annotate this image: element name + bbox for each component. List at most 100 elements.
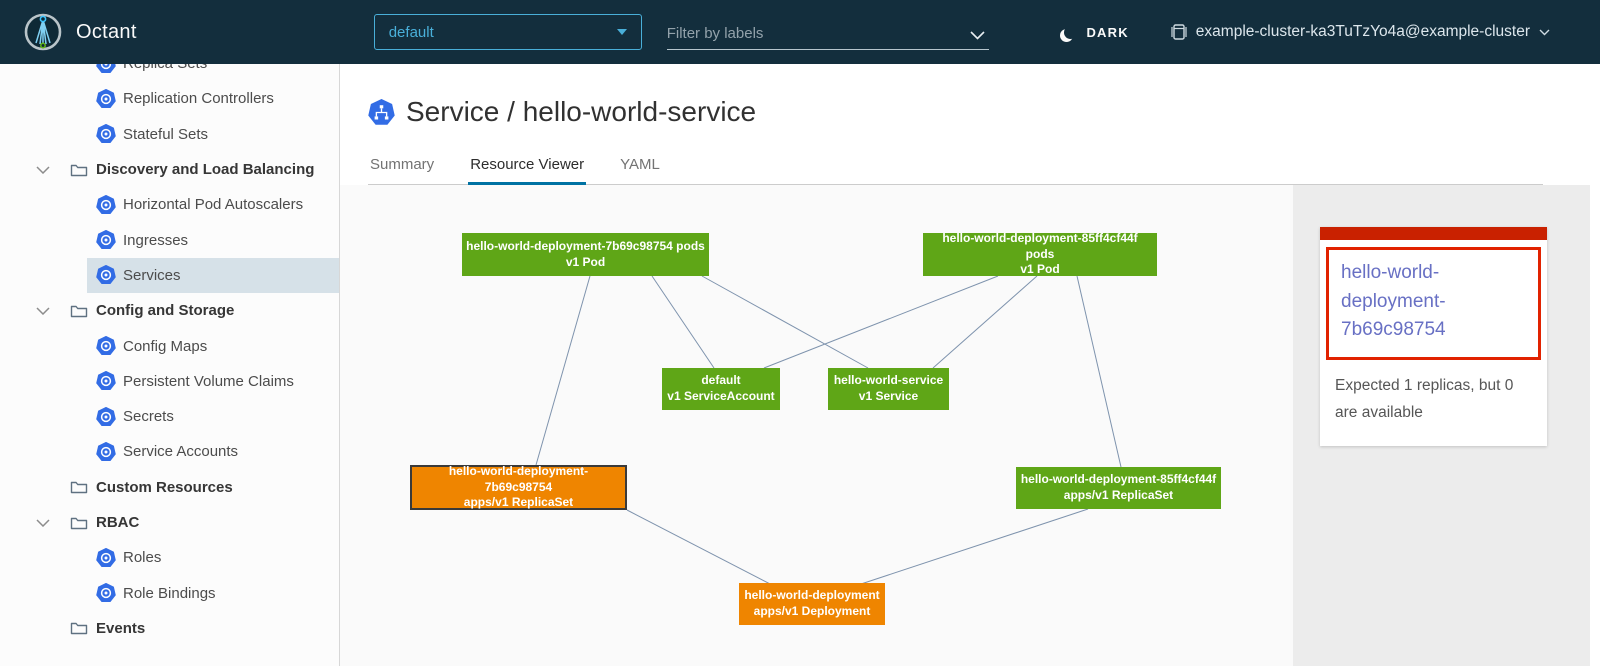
sidebar-item-ingresses[interactable]: Ingresses	[0, 222, 339, 257]
sidebar-item-label: Persistent Volume Claims	[123, 372, 294, 390]
sidebar-item-secrets[interactable]: Secrets	[0, 399, 339, 434]
node-kind-label: apps/v1 ReplicaSet	[1063, 488, 1174, 502]
sidebar-item-label: Replication Controllers	[123, 90, 274, 108]
tab-bar: Summary Resource Viewer YAML	[368, 148, 1543, 185]
cluster-context-icon	[1171, 24, 1187, 40]
graph-edges	[535, 275, 1122, 587]
sidebar-item-label: Stateful Sets	[123, 125, 209, 143]
horizontal-pod-autoscalers-icon	[96, 194, 116, 214]
chevron-down-icon[interactable]	[36, 166, 50, 174]
node-label: hello-world-deployment-85ff4cf44f pods	[942, 231, 1138, 261]
folder-icon	[70, 623, 88, 635]
sidebar-nav-list: Replica SetsReplication ControllersState…	[0, 64, 339, 646]
sidebar-item-label: Service Accounts	[123, 443, 239, 461]
node-label: hello-world-service	[833, 373, 944, 388]
sidebar-item-custom-resources[interactable]: Custom Resources	[0, 470, 339, 505]
error-status-bar	[1320, 227, 1547, 240]
page-title: Service / hello-world-service	[406, 96, 757, 127]
sidebar-item-replica-sets[interactable]: Replica Sets	[0, 64, 339, 81]
caret-down-icon	[616, 29, 627, 35]
sidebar-item-discovery-and-load-balancing[interactable]: Discovery and Load Balancing	[0, 152, 339, 187]
stateful-sets-icon	[96, 124, 116, 144]
sidebar-item-label: Config and Storage	[96, 302, 235, 320]
theme-toggle-button[interactable]: DARK	[1064, 25, 1128, 40]
node-label: hello-world-deployment-85ff4cf44f	[1020, 472, 1217, 487]
filter-by-labels-input[interactable]	[666, 25, 989, 42]
sidebar-item-label: RBAC	[96, 514, 140, 531]
sidebar-item-label: Secrets	[123, 408, 174, 426]
role-bindings-icon	[96, 583, 116, 603]
app-title: Octant	[76, 20, 137, 43]
folder-icon	[70, 305, 88, 317]
sidebar-item-config-and-storage[interactable]: Config and Storage	[0, 293, 339, 328]
namespace-selected-value: default	[388, 23, 434, 41]
sidebar-item-replication-controllers[interactable]: Replication Controllers	[0, 81, 339, 116]
persistent-volume-claims-icon	[96, 371, 116, 391]
node-label: default	[701, 373, 741, 388]
octant-logo-icon	[24, 13, 62, 51]
sidebar-item-label: Config Maps	[123, 337, 208, 355]
service-resource-icon	[368, 98, 395, 125]
folder-icon	[70, 164, 88, 176]
replication-controllers-icon	[96, 88, 116, 108]
resource-status-card: hello-world-deployment-7b69c98754 Expect…	[1320, 227, 1547, 446]
sidebar-item-label: Roles	[123, 549, 162, 567]
cluster-context-label: example-cluster-ka3TuTzYo4a@example-clus…	[1195, 23, 1530, 40]
sidebar-item-label: Discovery and Load Balancing	[96, 161, 315, 179]
theme-toggle-label: DARK	[1086, 24, 1129, 40]
chevron-down-icon[interactable]	[36, 307, 50, 315]
tab-summary[interactable]: Summary	[370, 156, 435, 173]
sidebar-item-stateful-sets[interactable]: Stateful Sets	[0, 117, 339, 152]
sidebar-item-services[interactable]: Services	[0, 257, 339, 294]
status-message: Expected 1 replicas, but 0 are available	[1335, 376, 1514, 421]
app-header: Octant default DARK example-cluster-ka3T…	[0, 0, 1600, 64]
sidebar-item-label: Custom Resources	[96, 478, 233, 496]
sidebar-item-horizontal-pod-autoscalers[interactable]: Horizontal Pod Autoscalers	[0, 187, 339, 222]
sidebar-item-events[interactable]: Events	[0, 611, 339, 646]
sidebar-item-roles[interactable]: Roles	[0, 540, 339, 575]
main-content: Service / hello-world-service Summary Res…	[340, 64, 1600, 666]
node-kind-label: v1 Pod	[565, 254, 606, 269]
chevron-down-icon[interactable]	[36, 518, 50, 527]
detail-panel: hello-world-deployment-7b69c98754 Expect…	[1293, 185, 1600, 666]
main-header-area: Service / hello-world-service Summary Res…	[340, 64, 1600, 185]
config-maps-icon	[96, 336, 116, 356]
ingresses-icon	[96, 230, 116, 250]
sidebar-item-label: Role Bindings	[123, 584, 216, 602]
node-kind-label: v1 Pod	[1020, 262, 1060, 277]
service-accounts-icon	[96, 441, 116, 461]
sidebar-item-rbac[interactable]: RBAC	[0, 505, 339, 540]
tab-resource-viewer[interactable]: Resource Viewer	[468, 148, 587, 185]
secrets-icon	[96, 406, 116, 426]
sidebar-item-label: Events	[96, 619, 146, 637]
chevron-down-icon[interactable]	[970, 31, 985, 40]
node-kind-label: v1 ServiceAccount	[667, 389, 775, 403]
moon-icon	[1064, 26, 1077, 39]
folder-icon	[70, 482, 88, 494]
sidebar-item-service-accounts[interactable]: Service Accounts	[0, 434, 339, 469]
sidebar-item-config-maps[interactable]: Config Maps	[0, 328, 339, 363]
folder-icon	[70, 517, 88, 529]
node-kind-label: apps/v1 Deployment	[753, 604, 871, 618]
node-label: hello-world-deployment	[744, 588, 880, 603]
sidebar-item-persistent-volume-claims[interactable]: Persistent Volume Claims	[0, 364, 339, 399]
sidebar-item-role-bindings[interactable]: Role Bindings	[0, 575, 339, 610]
services-icon	[96, 265, 116, 285]
selected-resource-box: hello-world-deployment-7b69c98754	[1326, 247, 1541, 360]
node-kind-label: v1 Service	[858, 389, 919, 403]
resource-link[interactable]: hello-world-deployment-7b69c98754	[1341, 262, 1446, 340]
sidebar-item-label: Ingresses	[123, 231, 189, 249]
cluster-context-selector[interactable]: example-cluster-ka3TuTzYo4a@example-clus…	[1171, 23, 1550, 41]
namespace-dropdown[interactable]: default	[373, 14, 642, 50]
node-kind-label: apps/v1 ReplicaSet	[463, 495, 574, 510]
tab-yaml[interactable]: YAML	[620, 156, 660, 173]
chevron-down-icon	[1539, 29, 1550, 35]
